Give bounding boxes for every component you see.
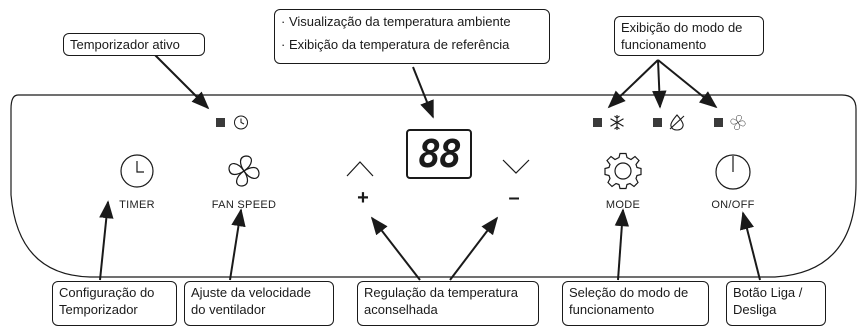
on-off-label: ON/OFF	[711, 199, 755, 211]
callout-mode-select-line2: funcionamento	[569, 302, 655, 317]
callout-timer-config: Configuração do Temporizador	[52, 281, 177, 326]
fan-icon[interactable]	[228, 155, 260, 187]
cool-led	[593, 118, 602, 127]
timer-label: TIMER	[119, 199, 155, 211]
fan-speed-label: FAN SPEED	[211, 199, 277, 211]
arrow-timer-config	[99, 200, 114, 281]
temperature-display: 88	[406, 129, 472, 179]
arrow-temp-plus	[370, 216, 421, 281]
arrow-temp-minus	[449, 216, 499, 281]
snowflake-icon	[610, 115, 624, 130]
arrow-timer-active	[154, 54, 210, 110]
clock-icon[interactable]	[120, 154, 154, 188]
fan-mode-icon	[730, 115, 746, 130]
droplet-icon	[669, 114, 685, 131]
arrow-mode-cool	[607, 59, 659, 109]
panel-outline	[10, 94, 857, 278]
arrow-mode-dry	[652, 59, 667, 109]
arrow-mode-fan	[657, 59, 718, 109]
callout-temp-regulation-line2: aconselhada	[364, 302, 438, 317]
callout-fan-adjust-line2: do ventilador	[191, 302, 266, 317]
fan-mode-led	[714, 118, 723, 127]
power-icon[interactable]	[715, 154, 751, 190]
callout-fan-adjust: Ajuste da velocidade do ventilador	[184, 281, 334, 326]
callout-timer-active-text: Temporizador ativo	[70, 37, 180, 52]
callout-mode-display-line1: Exibição do modo de	[621, 20, 743, 35]
callout-power-line2: Desliga	[733, 302, 777, 317]
chevron-up-icon[interactable]	[346, 161, 374, 177]
callout-temp-regulation: Regulação da temperatura aconselhada	[357, 281, 539, 326]
callout-timer-active: Temporizador ativo	[63, 33, 205, 56]
arrow-fan-adjust	[229, 208, 246, 281]
minus-symbol: –	[508, 187, 520, 209]
callout-power: Botão Liga / Desliga	[726, 281, 826, 326]
small-clock-icon	[234, 115, 248, 130]
callout-mode-display-line2: funcionamento	[621, 37, 707, 52]
mode-label: MODE	[605, 199, 641, 211]
arrow-temp-display	[412, 66, 434, 119]
arrow-power	[740, 211, 761, 281]
dry-led	[653, 118, 662, 127]
callout-timer-config-line2: Temporizador	[59, 302, 138, 317]
callout-mode-select: Seleção do modo de funcionamento	[562, 281, 709, 326]
chevron-down-icon[interactable]	[502, 159, 530, 174]
callout-mode-display: Exibição do modo de funcionamento	[614, 16, 764, 56]
callout-temp-regulation-line1: Regulação da temperatura	[364, 285, 518, 300]
callout-mode-select-line1: Seleção do modo de	[569, 285, 689, 300]
callout-temp-display-line1: · Visualização da temperatura ambiente	[281, 14, 511, 29]
gear-icon[interactable]	[604, 152, 642, 190]
callout-fan-adjust-line1: Ajuste da velocidade	[191, 285, 311, 300]
callout-timer-config-line1: Configuração do	[59, 285, 155, 300]
timer-led	[216, 118, 225, 127]
callout-power-line1: Botão Liga /	[733, 285, 803, 300]
arrow-mode-select	[614, 208, 630, 281]
callout-temp-display-line2: · Exibição da temperatura de referência	[281, 37, 510, 52]
plus-symbol: +	[357, 187, 369, 209]
callout-temp-display: · Visualização da temperatura ambiente ·…	[274, 9, 550, 64]
